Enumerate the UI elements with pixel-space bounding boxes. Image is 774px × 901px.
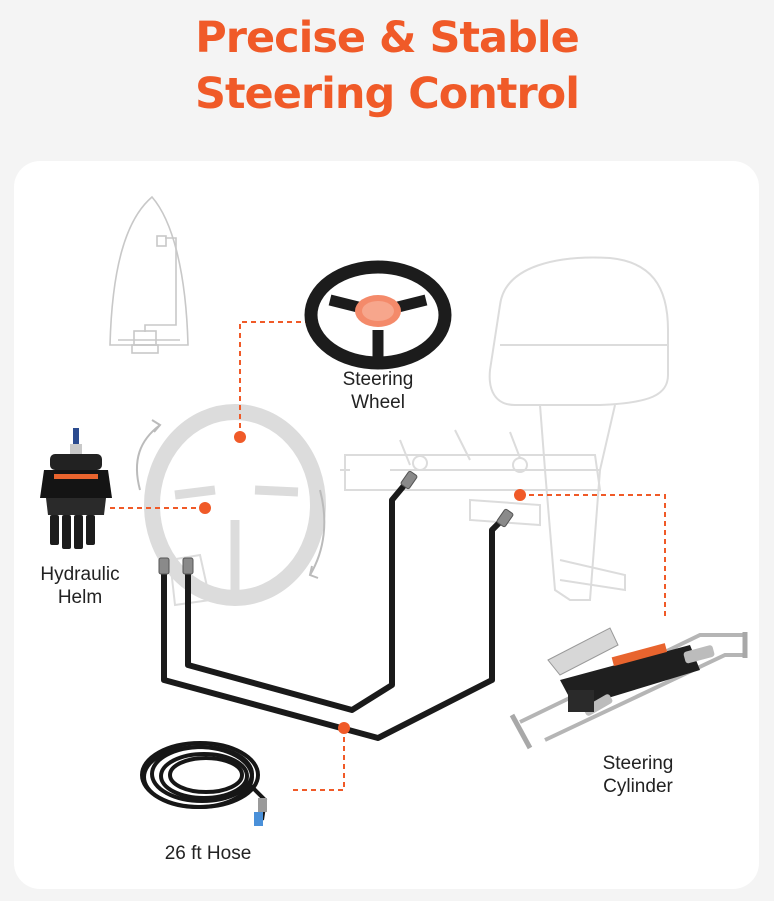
callout-dots bbox=[199, 431, 526, 734]
steering-cylinder-label-line-1: Steering bbox=[602, 753, 674, 774]
hose-label-text: 26 ft Hose bbox=[164, 843, 252, 864]
headline-line-1: Precise & Stable bbox=[195, 13, 580, 63]
steering-wheel-label-line-1: Steering bbox=[342, 369, 414, 390]
diagram-card bbox=[14, 161, 759, 889]
hose-fittings bbox=[158, 470, 514, 575]
steering-cylinder-label: Steering Cylinder bbox=[578, 752, 698, 798]
hydraulic-helm-label-line-1: Hydraulic bbox=[40, 564, 120, 585]
headline: Precise & Stable Steering Control bbox=[0, 10, 774, 122]
hydraulic-helm-product bbox=[40, 428, 112, 549]
callout-connectors bbox=[110, 321, 666, 791]
hose-label: 26 ft Hose bbox=[138, 842, 278, 865]
hydraulic-hose-lines bbox=[161, 479, 505, 741]
hose-coil-fittings bbox=[254, 798, 267, 826]
boat-outline-sketch bbox=[109, 195, 189, 354]
steering-cylinder-label-line-2: Cylinder bbox=[603, 776, 673, 797]
steering-wheel-product bbox=[304, 260, 452, 370]
steering-wheel-label-line-2: Wheel bbox=[351, 392, 405, 413]
hydraulic-helm-label: Hydraulic Helm bbox=[20, 563, 140, 609]
steering-wheel-label: Steering Wheel bbox=[318, 368, 438, 414]
outboard-motor-sketch bbox=[340, 256, 669, 601]
hydraulic-helm-label-line-2: Helm bbox=[57, 587, 103, 608]
helm-wheel-sketch bbox=[135, 404, 326, 607]
steering-cylinder-product bbox=[509, 627, 748, 750]
headline-line-2: Steering Control bbox=[195, 69, 580, 119]
hose-coil-product bbox=[140, 741, 268, 821]
